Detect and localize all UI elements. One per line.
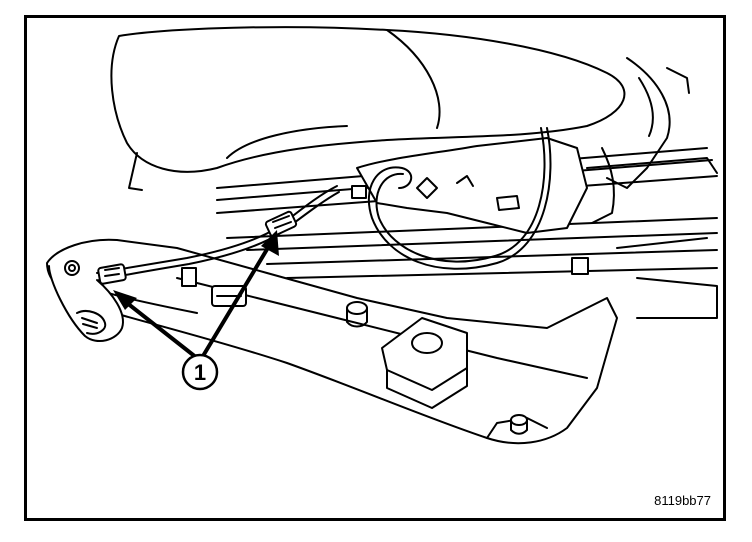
seat-base-pan bbox=[46, 238, 618, 445]
wire-loop bbox=[367, 127, 552, 270]
wire-connector-rear[interactable] bbox=[264, 210, 298, 238]
figure-frame: 1 8119bb77 bbox=[24, 15, 726, 521]
mounting-studs bbox=[346, 301, 528, 435]
seat-foot-cover bbox=[48, 260, 124, 343]
wire-connector-front[interactable] bbox=[97, 263, 127, 285]
mounting-bracket bbox=[356, 137, 588, 234]
seat-track-illustration: 1 bbox=[46, 26, 718, 445]
figure-reference-code: 8119bb77 bbox=[654, 493, 711, 508]
seat-cushion bbox=[110, 26, 626, 191]
callout-1-label: 1 bbox=[194, 360, 206, 385]
arrowheads bbox=[113, 230, 279, 310]
seat-back-frame bbox=[591, 57, 690, 224]
rear-bracket-block bbox=[381, 317, 468, 409]
callout-1[interactable]: 1 bbox=[181, 353, 219, 391]
callout-leader-arrows bbox=[125, 244, 271, 360]
